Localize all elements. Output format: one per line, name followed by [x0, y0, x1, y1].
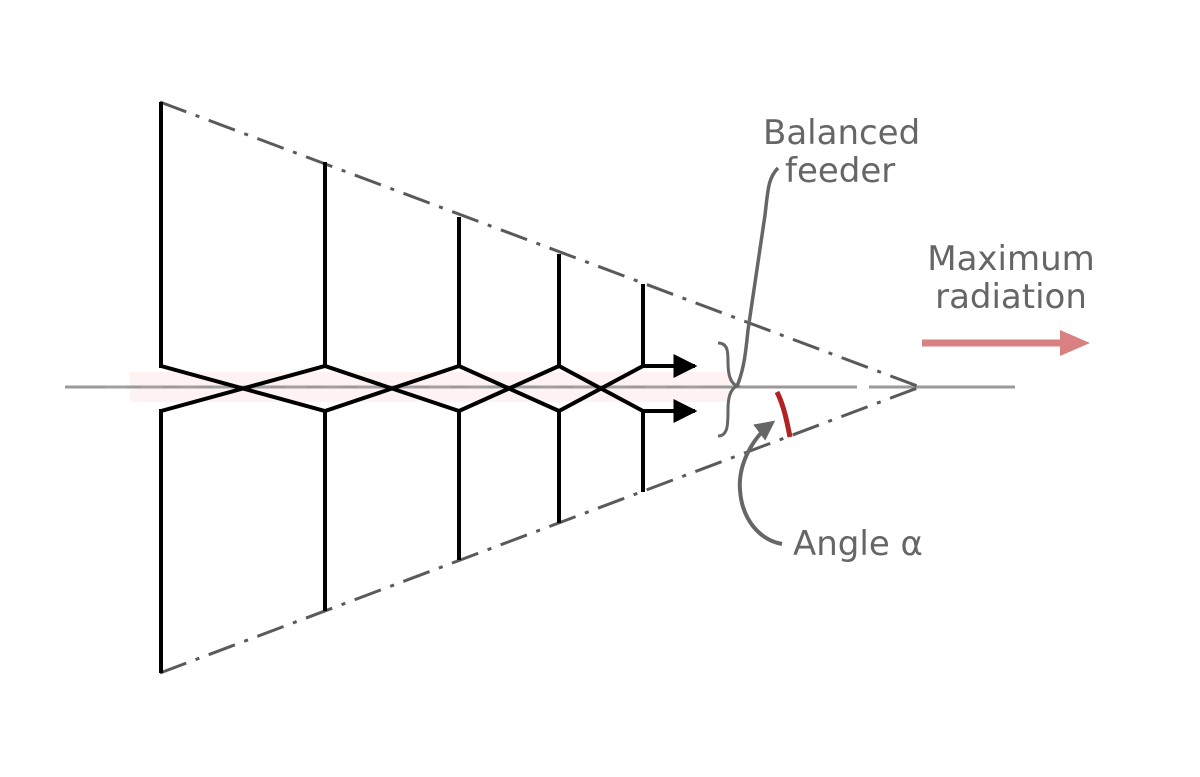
angle-pointer-arrow	[737, 420, 783, 546]
balanced-feeder-label: Balanced feeder	[763, 114, 920, 190]
angle-alpha-arc	[774, 390, 793, 438]
angle-alpha-label: Angle α	[793, 524, 923, 564]
maximum-radiation-label-line1: Maximum	[927, 239, 1095, 279]
lower-dipole-elements	[159, 409, 645, 673]
maximum-radiation-label: Maximum radiation	[927, 240, 1095, 316]
upper-dipole-elements	[159, 102, 645, 368]
balanced-feeder-leader	[735, 166, 780, 387]
upper-envelope-line	[159, 100, 921, 389]
maximum-radiation-label-line2: radiation	[935, 277, 1087, 318]
feeder-line-b	[160, 363, 698, 423]
lower-envelope-line	[159, 385, 921, 675]
max-radiation-arrowhead	[1060, 330, 1090, 356]
balanced-feeder-label-line2: feeder	[785, 151, 896, 192]
balanced-feeder-label-line1: Balanced	[763, 113, 921, 153]
